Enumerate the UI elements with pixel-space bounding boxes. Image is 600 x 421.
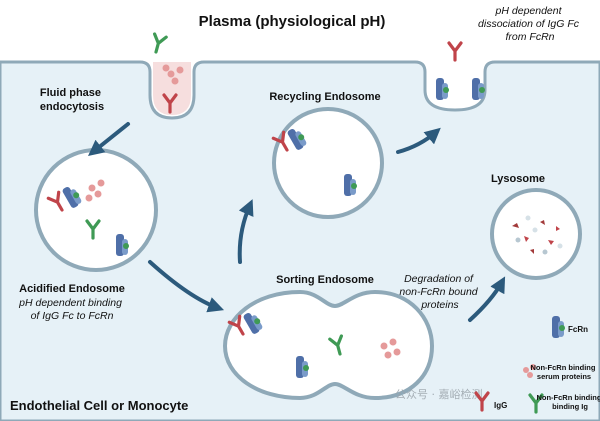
arrow-sorting-to-recycling <box>237 199 254 264</box>
plasma-green-ig-icon <box>148 32 168 56</box>
lysosome <box>490 188 582 280</box>
note-dissociation-1: pH dependent <box>495 5 563 17</box>
label-recycling: Recycling Endosome <box>269 91 380 103</box>
arrow-acidified-to-sorting <box>148 260 225 313</box>
sorting-endosome <box>222 289 435 401</box>
page-title: Plasma (physiological pH) <box>199 13 386 30</box>
cell-membrane <box>0 60 600 421</box>
legend-igg-label: IgG <box>494 401 507 410</box>
legend-serum-proteins-2: serum proteins <box>537 372 591 381</box>
plasma-proteins <box>162 64 184 85</box>
note-degradation-2: non-FcRn bound <box>399 286 478 298</box>
note-binding-2: of IgG Fc to FcRn <box>31 310 114 322</box>
note-dissociation-2: dissociation of IgG Fc <box>478 18 580 30</box>
svg-text:Degradation of non-FcRn bo: Degradation of non-FcRn bound proteins <box>399 273 480 311</box>
watermark: 公众号 · 嘉峪检测 <box>395 387 483 401</box>
legend-serum-proteins-1: Non-FcRn binding <box>530 363 595 372</box>
legend-fcrn-label: FcRn <box>568 325 588 334</box>
membrane-fcrn-left-icon <box>436 78 449 100</box>
label-lysosome: Lysosome <box>491 173 545 185</box>
sorting-proteins <box>380 338 401 359</box>
arrow-endocytosis-to-acidified <box>88 122 130 156</box>
svg-text:pH dependent binding of Ig: pH dependent binding of IgG Fc to FcRn <box>18 297 125 322</box>
arrow-sorting-to-lysosome <box>468 276 506 322</box>
released-igg-icon <box>447 41 463 62</box>
legend-ig-2: binding Ig <box>552 402 588 411</box>
label-fluid-phase-1: Fluid phase <box>40 87 101 99</box>
lysosome-fragments <box>512 215 563 255</box>
note-degradation-3: proteins <box>420 299 459 311</box>
label-cell: Endothelial Cell or Monocyte <box>10 398 188 413</box>
label-sorting: Sorting Endosome <box>276 274 374 286</box>
svg-text:Fluid phase endocytosis: Fluid phase endocytosis <box>40 87 104 113</box>
svg-text:pH dependent dissociation: pH dependent dissociation of IgG Fc from… <box>478 5 582 43</box>
acidified-proteins <box>85 179 105 202</box>
legend: FcRn Non-FcRn binding serum proteins IgG… <box>474 316 600 414</box>
note-degradation-1: Degradation of <box>404 273 474 285</box>
flow-arrows <box>88 122 506 322</box>
note-binding-1: pH dependent binding <box>18 297 122 309</box>
svg-text:Non-FcRn binding serum p: Non-FcRn binding serum proteins <box>530 363 597 381</box>
note-dissociation-3: from FcRn <box>505 31 554 43</box>
label-fluid-phase-2: endocytosis <box>40 101 104 113</box>
svg-text:Non-FcRn binding binding: Non-FcRn binding binding Ig <box>536 393 600 411</box>
legend-serum-proteins-icon <box>523 364 536 378</box>
membrane-fcrn-right-icon <box>472 78 485 100</box>
legend-ig-1: Non-FcRn binding <box>536 393 600 402</box>
acidified-endosome <box>34 148 158 272</box>
arrow-recycling-to-membrane <box>396 127 441 154</box>
recycling-endosome <box>272 107 384 219</box>
endocytic-pit <box>153 62 191 115</box>
label-acidified: Acidified Endosome <box>19 283 125 295</box>
